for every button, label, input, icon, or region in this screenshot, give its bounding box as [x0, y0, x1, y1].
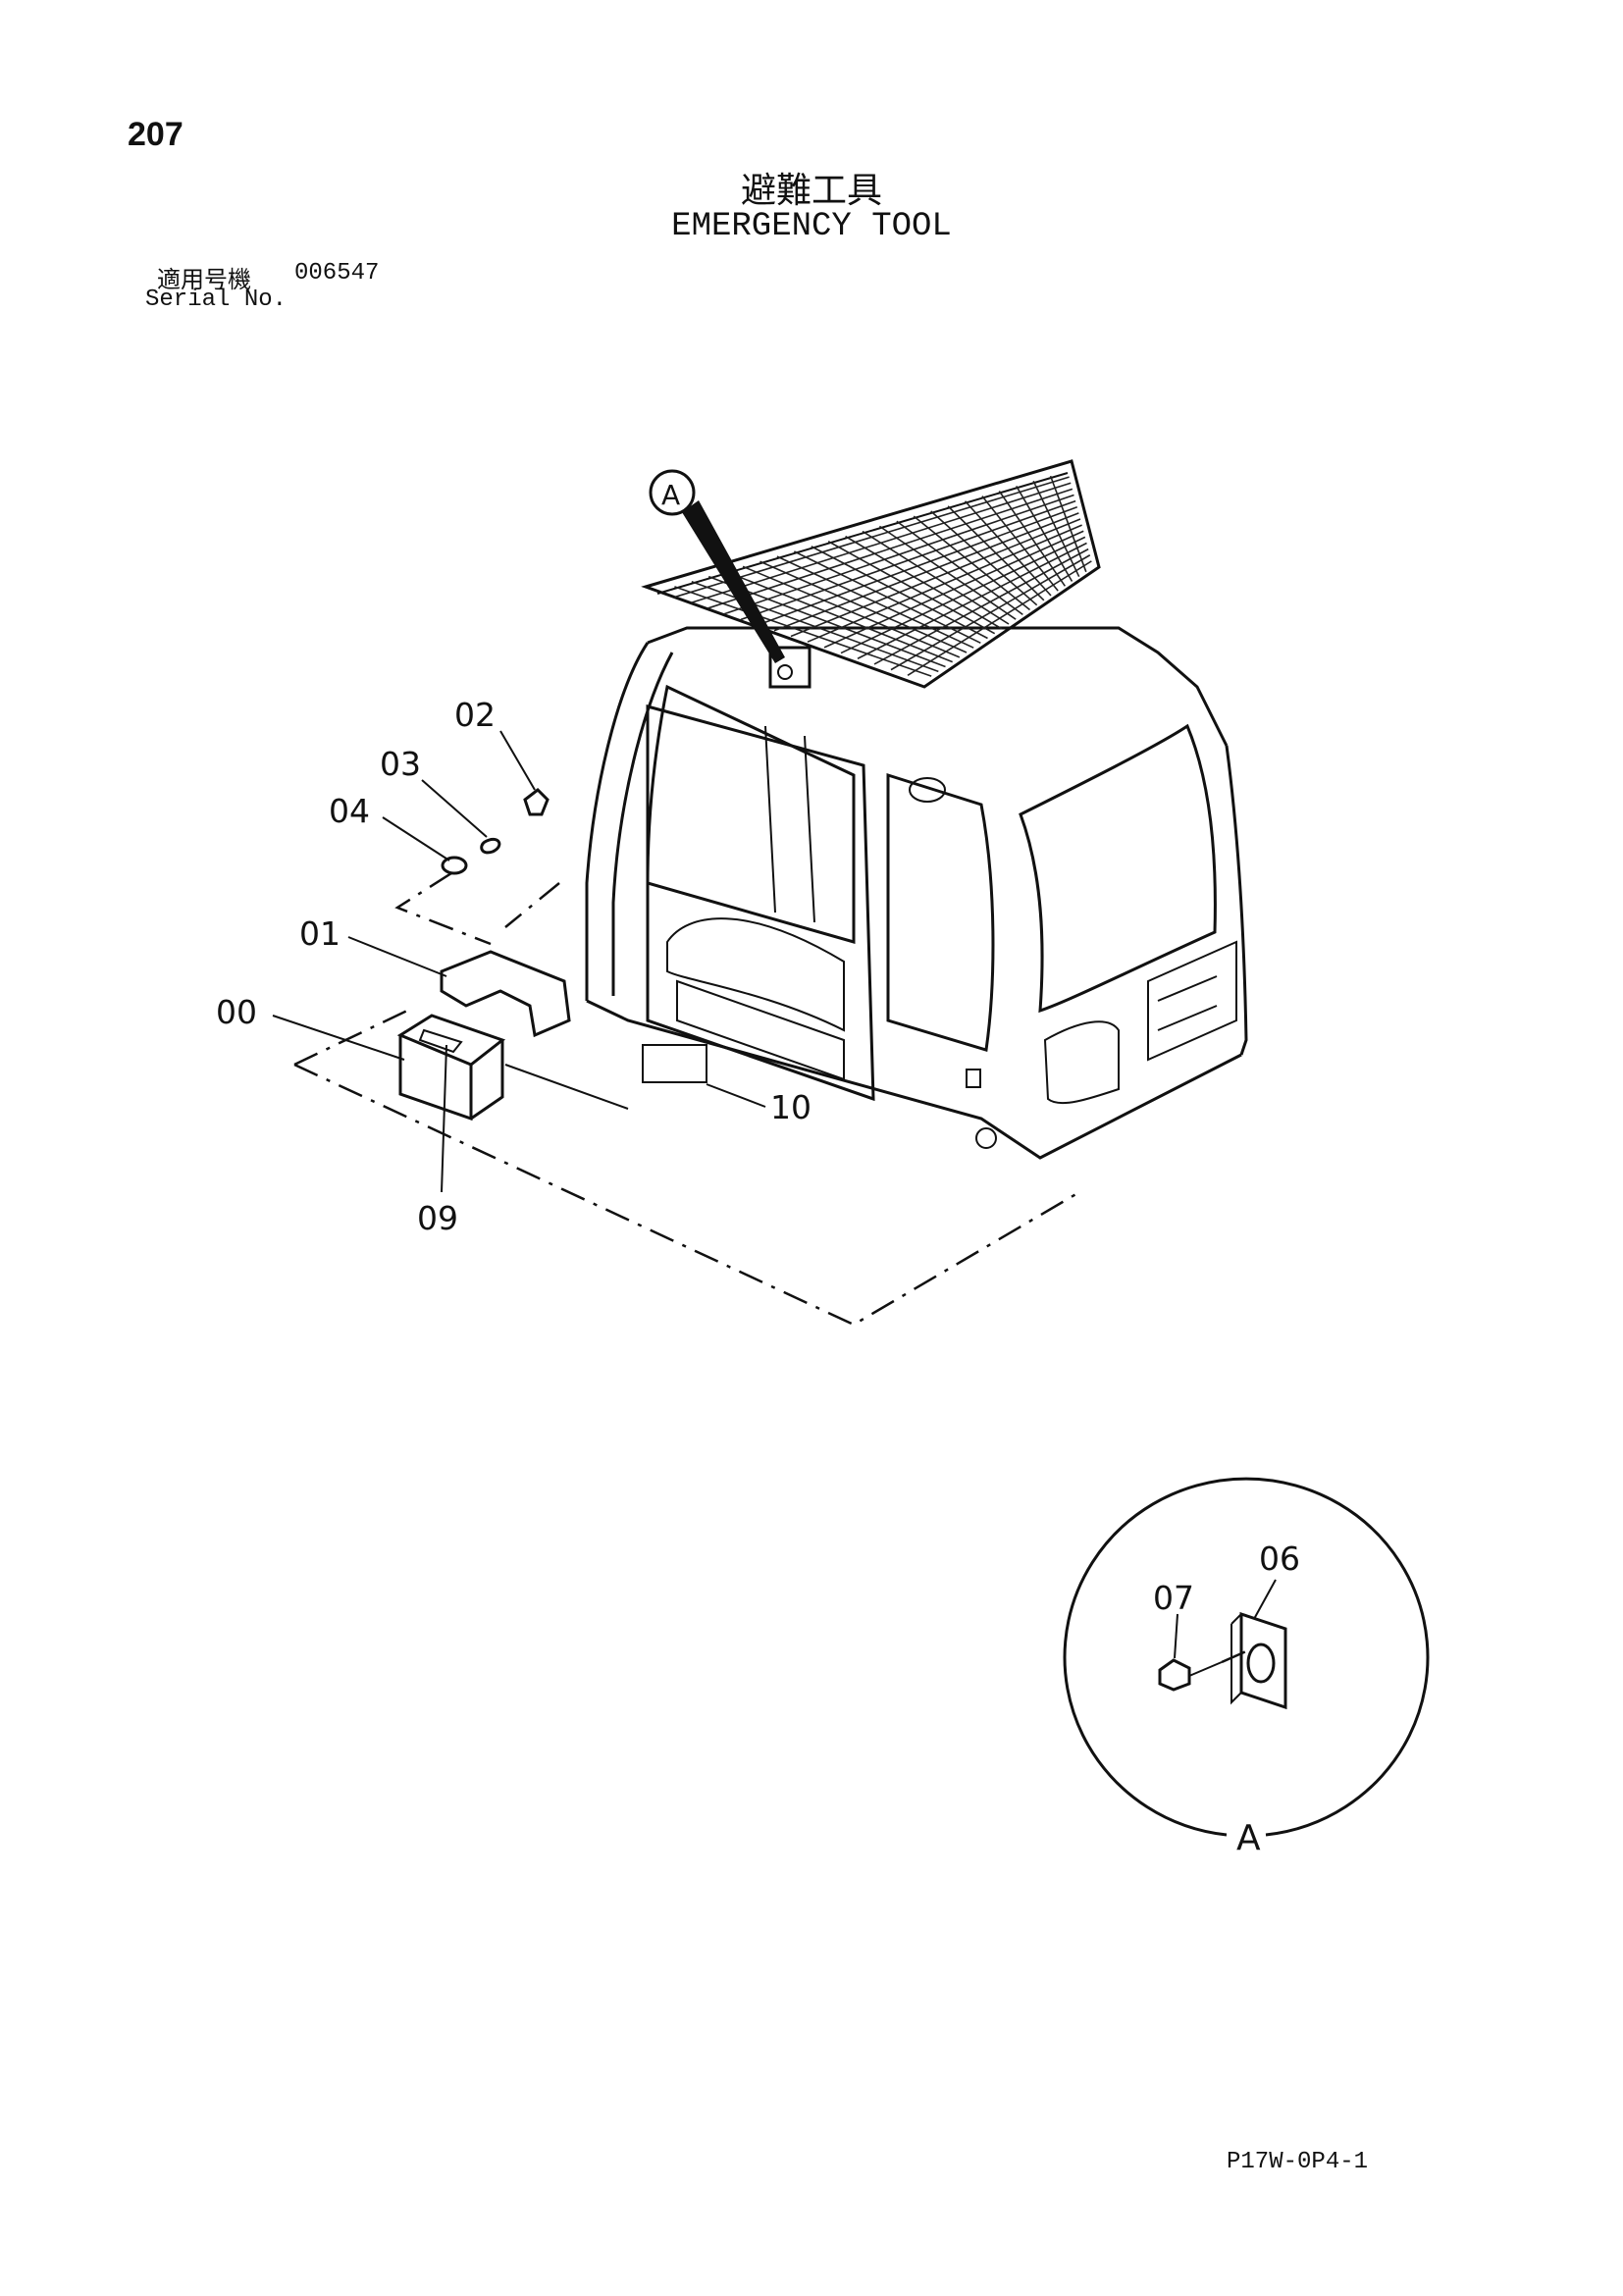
grate-bar [907, 560, 1092, 676]
leader-10 [706, 1083, 766, 1108]
rear-window [1019, 723, 1217, 1014]
door-window [646, 684, 856, 944]
grate-bar [807, 524, 1082, 643]
assembly-line-upper [504, 882, 560, 928]
page-number: 207 [128, 116, 183, 153]
assembly-line-07 [1221, 1649, 1247, 1664]
cab-lamp [975, 1127, 997, 1149]
page-title: EMERGENCY TOOL [671, 208, 952, 245]
leader-02 [499, 730, 536, 791]
bracket-hole [777, 664, 793, 680]
rear-panel-slots [1157, 975, 1218, 1031]
part-00-box-top [396, 1014, 506, 1067]
detail-a-leader-wedge [682, 500, 785, 663]
grate-bar [890, 554, 1091, 671]
serial-number-value: 006547 [294, 260, 380, 287]
leader-00 [272, 1015, 405, 1061]
callout-03: 03 [380, 745, 421, 783]
grate-bar [790, 518, 1081, 638]
side-window [886, 772, 995, 1052]
assembly-line-lower [293, 1063, 1080, 1327]
part-06-bracket [1239, 1611, 1287, 1710]
callout-10: 10 [770, 1088, 812, 1126]
detail-a-circle [649, 469, 696, 516]
leader-09 [441, 1044, 447, 1193]
callout-00: 00 [216, 993, 257, 1031]
leader-03 [421, 779, 488, 838]
detail-a-view: A 06 07 [1063, 1477, 1430, 1858]
cab-door-frame [646, 704, 875, 1102]
operator-cab [585, 626, 1248, 1160]
part-04-washer [441, 856, 468, 875]
part-06-bracket-edge [1230, 1613, 1242, 1705]
serial-label: Serial No. [145, 287, 288, 313]
cab-light [909, 777, 946, 803]
assembly-line-box [293, 1009, 408, 1067]
grate-bar [740, 499, 1076, 621]
grate-mesh [673, 475, 1092, 677]
callout-06: 06 [1259, 1539, 1300, 1578]
leader-04 [382, 816, 450, 861]
rear-panel-right [1147, 940, 1237, 1062]
grate-bar [773, 512, 1079, 632]
part-00-box-side [470, 1040, 504, 1121]
callout-09: 09 [417, 1199, 458, 1237]
callout-04: 04 [329, 792, 370, 830]
detail-a-outline [1063, 1477, 1430, 1837]
part-06-hole [1246, 1643, 1276, 1684]
grate-bar [690, 482, 1072, 604]
cab-front-pillar-inner [611, 652, 674, 996]
cab-bottom-edge [586, 999, 1242, 1160]
leader-06 [1253, 1579, 1277, 1620]
detail-a-ref-label: A [661, 479, 680, 511]
callout-07: 07 [1153, 1579, 1194, 1617]
part-01-bracket [440, 950, 571, 1038]
leader-01 [347, 936, 447, 977]
cab-roof-edge [647, 626, 1229, 747]
grate-bar [857, 542, 1087, 659]
part-07-bolt [1158, 1658, 1191, 1692]
door-lower-panel [666, 917, 845, 1032]
part-00-box-front [398, 1035, 473, 1122]
seat-back-outline [804, 735, 815, 923]
serial-label-japanese: 適用号機 [157, 266, 251, 293]
rear-panel-left [1043, 1020, 1120, 1105]
detail-a-reference: A [649, 469, 812, 689]
grate-frame [641, 459, 1101, 689]
door-window-divider [764, 725, 776, 913]
part-10-decal [642, 1044, 707, 1083]
cab-mount-bracket [768, 646, 812, 689]
grate-bar [707, 488, 1073, 609]
cab-rear-pillar [1225, 745, 1248, 1056]
part-09-hammer [418, 1028, 463, 1054]
part-02-bolt [523, 788, 550, 816]
roof-guard-grate [641, 459, 1101, 689]
assembly-line-bolt [394, 871, 492, 946]
grate-bar [723, 494, 1074, 615]
grate-bar [823, 530, 1084, 649]
door-handle-plate [676, 979, 845, 1081]
drawing-code: P17W-0P4-1 [1227, 2149, 1369, 2175]
callout-01: 01 [299, 914, 340, 953]
grate-bar [840, 536, 1086, 654]
callout-02: 02 [454, 696, 496, 734]
part-07-shank [1188, 1661, 1223, 1677]
leader-07 [1174, 1613, 1178, 1659]
cab-latch [966, 1069, 981, 1088]
cab-front-pillar-outer [585, 642, 650, 1001]
detail-a-label: A [1236, 1818, 1261, 1858]
grate-bar [757, 505, 1078, 626]
page-title-japanese: 避難工具 [740, 171, 882, 211]
emergency-tool-parts: 02 03 04 01 00 09 10 [216, 696, 1080, 1327]
part-03-spring-washer [480, 837, 501, 855]
grate-bar [873, 548, 1089, 665]
leader-10-base [504, 1064, 629, 1110]
